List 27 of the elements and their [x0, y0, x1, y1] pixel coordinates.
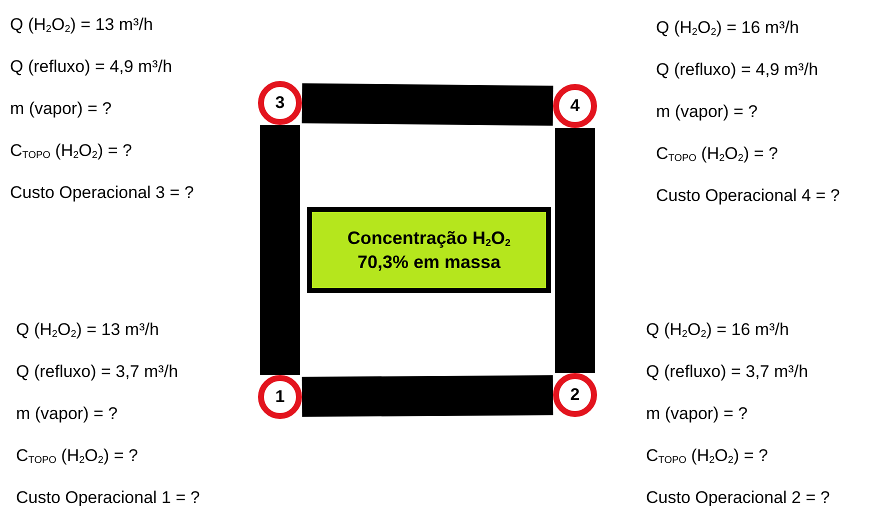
- parameter-text: m (vapor) = ?: [16, 404, 118, 424]
- parameter-text: m (vapor) = ?: [646, 404, 748, 424]
- parameter-text: Custo Operacional 3 = ?: [10, 183, 194, 203]
- parameter-text: Q (H$_{2}$O$_{2}$) = 16 m³/h: [646, 320, 789, 342]
- parameter-text: Q (refluxo) = 4,9 m³/h: [10, 57, 172, 77]
- parameter-text: Q (refluxo) = 3,7 m³/h: [646, 362, 808, 382]
- parameter-text: Q (H$_{2}$O$_{2}$) = 16 m³/h: [656, 18, 799, 40]
- thick-bar: [302, 375, 554, 417]
- parameter-text: Q (H$_{2}$O$_{2}$) = 13 m³/h: [16, 320, 159, 342]
- numbered-circle: 3: [258, 81, 302, 125]
- parameter-text: m (vapor) = ?: [656, 102, 758, 122]
- parameter-text: m (vapor) = ?: [10, 99, 112, 119]
- numbered-circle: 2: [553, 373, 597, 417]
- parameter-text: Q (refluxo) = 3,7 m³/h: [16, 362, 178, 382]
- parameter-text: C$_{TOPO}$ (H$_{2}$O$_{2}$) = ?: [646, 446, 768, 468]
- thick-bar: [555, 128, 595, 373]
- parameter-text: C$_{TOPO}$ (H$_{2}$O$_{2}$) = ?: [16, 446, 138, 468]
- parameter-text: Custo Operacional 4 = ?: [656, 186, 840, 206]
- parameter-text: Q (H$_{2}$O$_{2}$) = 13 m³/h: [10, 15, 153, 37]
- thick-bar: [260, 125, 300, 375]
- concentration-box: Concentração H$_{2}$O$_{2}$ 70,3% em massa: [307, 207, 551, 293]
- numbered-circle: 4: [553, 84, 597, 128]
- parameter-text: Q (refluxo) = 4,9 m³/h: [656, 60, 818, 80]
- thick-bar: [302, 83, 554, 126]
- parameter-text: C$_{TOPO}$ (H$_{2}$O$_{2}$) = ?: [10, 141, 132, 163]
- parameter-text: C$_{TOPO}$ (H$_{2}$O$_{2}$) = ?: [656, 144, 778, 166]
- numbered-circle: 1: [258, 375, 302, 419]
